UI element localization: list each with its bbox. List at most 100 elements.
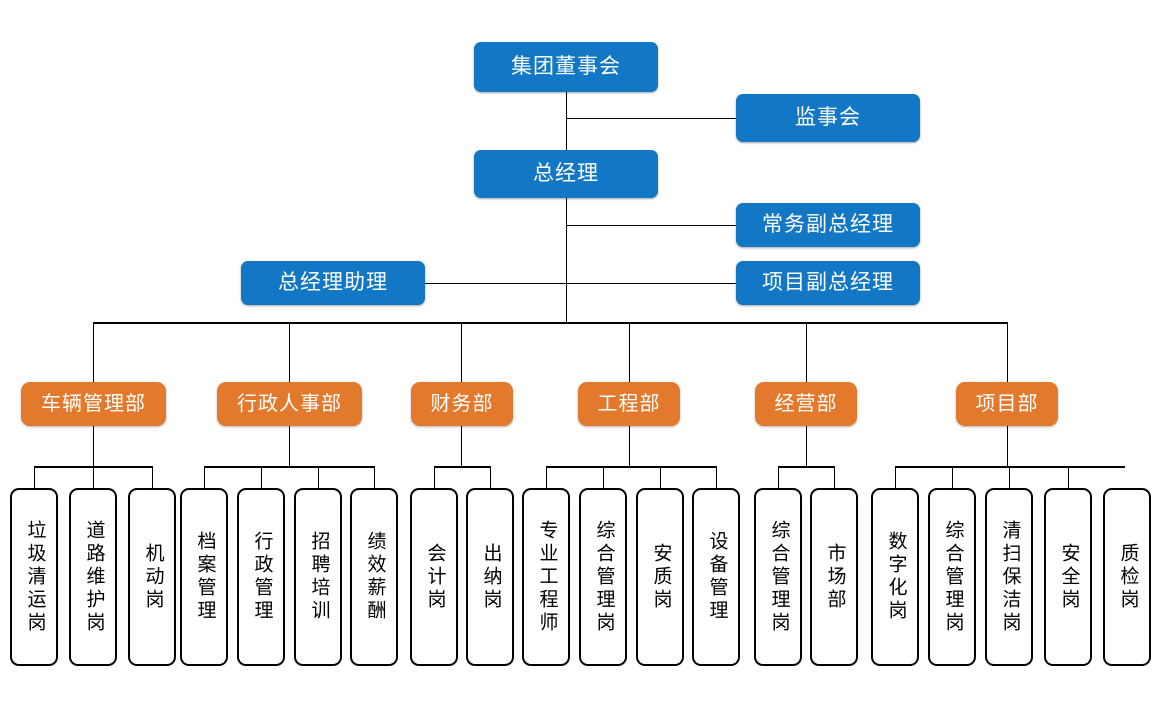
connector-department-bus xyxy=(93,322,1007,324)
connector-bus-drop-dept-5 xyxy=(806,322,807,382)
connector-leaf-drop-19 xyxy=(1068,466,1069,489)
connector-leaf-drop-2 xyxy=(93,466,94,489)
connector-leaf-drop-7 xyxy=(374,466,375,489)
connector-leaf-drop-11 xyxy=(603,466,604,489)
connector-spine-to-exec-vice-gm xyxy=(566,225,736,226)
connector-leaf-drop-16 xyxy=(895,466,896,489)
node-position-records-management[interactable]: 档案管理 xyxy=(180,488,228,666)
node-label: 总经理 xyxy=(533,162,599,186)
node-position-project-general-management[interactable]: 综合管理岗 xyxy=(928,488,976,666)
node-label: 质检岗 xyxy=(1117,542,1139,612)
node-label: 经营部 xyxy=(774,393,838,415)
connector-spine-to-gm-assistant xyxy=(425,283,566,284)
node-label: 会计岗 xyxy=(424,542,446,612)
node-label: 综合管理岗 xyxy=(768,519,790,635)
connector-leaf-drop-8 xyxy=(434,466,435,489)
connector-board-to-gm xyxy=(566,92,567,150)
connector-spine-to-project-vice-gm xyxy=(566,283,736,284)
connector-dept-3-stem xyxy=(461,426,462,467)
node-label: 安质岗 xyxy=(650,542,672,612)
connector-leaf-drop-15 xyxy=(834,466,835,489)
connector-gm-spine-down xyxy=(566,198,567,323)
node-position-waste-transport[interactable]: 垃圾清运岗 xyxy=(10,488,58,666)
connector-subbus-dept-4 xyxy=(546,466,716,468)
node-label: 安全岗 xyxy=(1058,542,1080,612)
node-label: 垃圾清运岗 xyxy=(24,519,46,635)
connector-dept-2-stem xyxy=(289,426,290,467)
node-label: 清扫保洁岗 xyxy=(999,519,1021,635)
connector-leaf-drop-12 xyxy=(660,466,661,489)
connector-gm-spine-to-supervisory xyxy=(566,118,736,119)
node-label: 机动岗 xyxy=(142,542,164,612)
node-label: 出纳岗 xyxy=(480,542,502,612)
connector-leaf-drop-1 xyxy=(34,466,35,489)
node-department-admin-hr[interactable]: 行政人事部 xyxy=(217,382,362,426)
node-position-safety[interactable]: 安全岗 xyxy=(1044,488,1092,666)
node-general-manager[interactable]: 总经理 xyxy=(474,150,658,198)
node-label: 专业工程师 xyxy=(536,519,558,635)
node-label: 数字化岗 xyxy=(885,531,907,623)
node-label: 设备管理 xyxy=(706,531,728,623)
connector-leaf-drop-3 xyxy=(152,466,153,489)
node-department-operations[interactable]: 经营部 xyxy=(755,382,857,426)
node-department-finance[interactable]: 财务部 xyxy=(411,382,513,426)
node-position-safety-quality[interactable]: 安质岗 xyxy=(636,488,684,666)
node-label: 综合管理岗 xyxy=(593,519,615,635)
node-label: 总经理助理 xyxy=(278,271,388,295)
node-board-of-directors[interactable]: 集团董事会 xyxy=(474,42,658,92)
node-label: 档案管理 xyxy=(194,531,216,623)
node-label: 招聘培训 xyxy=(308,531,330,623)
node-department-vehicle-management[interactable]: 车辆管理部 xyxy=(21,382,166,426)
node-position-recruitment-training[interactable]: 招聘培训 xyxy=(294,488,342,666)
node-label: 综合管理岗 xyxy=(942,519,964,635)
node-position-professional-engineer[interactable]: 专业工程师 xyxy=(522,488,570,666)
node-label: 监事会 xyxy=(795,106,861,130)
node-department-project[interactable]: 项目部 xyxy=(956,382,1058,426)
connector-dept-6-stem xyxy=(1007,426,1008,467)
node-position-performance-compensation[interactable]: 绩效薪酬 xyxy=(350,488,398,666)
connector-leaf-drop-5 xyxy=(261,466,262,489)
node-label: 车辆管理部 xyxy=(41,393,146,415)
node-position-administrative-management[interactable]: 行政管理 xyxy=(237,488,285,666)
connector-leaf-drop-13 xyxy=(716,466,717,489)
connector-dept-4-stem xyxy=(629,426,630,467)
connector-leaf-drop-14 xyxy=(778,466,779,489)
connector-subbus-dept-5 xyxy=(778,466,834,468)
node-position-mobile-duty[interactable]: 机动岗 xyxy=(128,488,176,666)
node-label: 市场部 xyxy=(824,542,846,612)
connector-bus-drop-dept-1 xyxy=(93,322,94,382)
node-label: 道路维护岗 xyxy=(83,519,105,635)
connector-dept-5-stem xyxy=(806,426,807,467)
node-position-digitalization[interactable]: 数字化岗 xyxy=(871,488,919,666)
connector-bus-drop-dept-6 xyxy=(1007,322,1008,382)
node-executive-vice-gm[interactable]: 常务副总经理 xyxy=(736,203,920,247)
connector-subbus-dept-6 xyxy=(895,466,1125,468)
node-position-engineering-general-management[interactable]: 综合管理岗 xyxy=(579,488,627,666)
node-label: 绩效薪酬 xyxy=(364,531,386,623)
node-department-engineering[interactable]: 工程部 xyxy=(578,382,680,426)
node-position-cleaning-sanitation[interactable]: 清扫保洁岗 xyxy=(985,488,1033,666)
node-position-cashier[interactable]: 出纳岗 xyxy=(466,488,514,666)
connector-leaf-drop-6 xyxy=(318,466,319,489)
node-label: 财务部 xyxy=(430,393,494,415)
connector-dept-1-stem xyxy=(93,426,94,467)
connector-subbus-dept-2 xyxy=(204,466,374,468)
node-position-road-maintenance[interactable]: 道路维护岗 xyxy=(69,488,117,666)
node-gm-assistant[interactable]: 总经理助理 xyxy=(241,261,425,305)
node-label: 工程部 xyxy=(597,393,661,415)
node-label: 集团董事会 xyxy=(511,55,621,79)
node-supervisory-board[interactable]: 监事会 xyxy=(736,94,920,142)
connector-leaf-drop-18 xyxy=(1009,466,1010,489)
connector-bus-drop-dept-3 xyxy=(461,322,462,382)
node-position-marketing[interactable]: 市场部 xyxy=(810,488,858,666)
connector-bus-drop-dept-2 xyxy=(289,322,290,382)
node-label: 行政人事部 xyxy=(237,393,342,415)
node-project-vice-gm[interactable]: 项目副总经理 xyxy=(736,261,920,305)
node-position-operations-general-management[interactable]: 综合管理岗 xyxy=(754,488,802,666)
node-position-quality-inspection[interactable]: 质检岗 xyxy=(1103,488,1151,666)
node-position-accounting[interactable]: 会计岗 xyxy=(410,488,458,666)
node-position-equipment-management[interactable]: 设备管理 xyxy=(692,488,740,666)
connector-subbus-dept-3 xyxy=(434,466,490,468)
connector-leaf-drop-4 xyxy=(204,466,205,489)
